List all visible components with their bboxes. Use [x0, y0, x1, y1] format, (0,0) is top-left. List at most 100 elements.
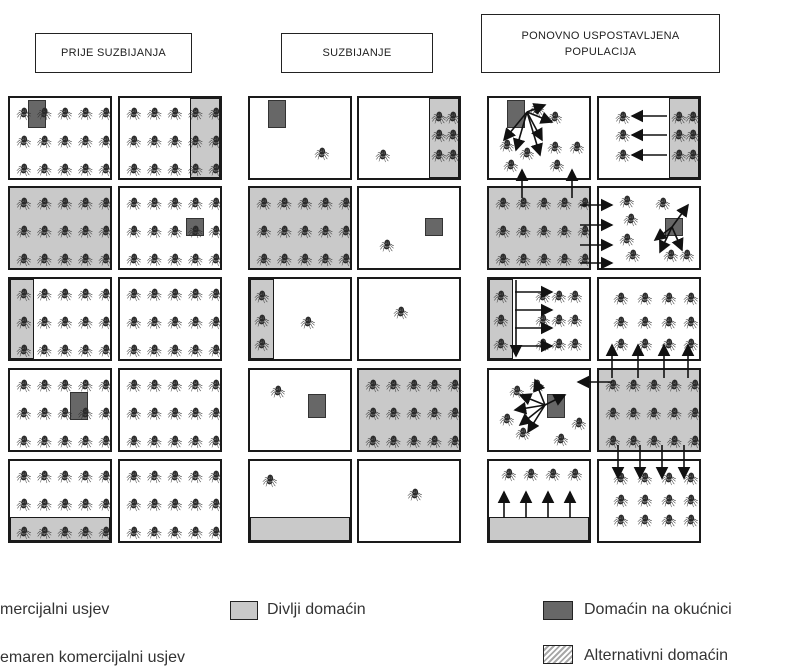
insect-icon: 🕷	[167, 288, 183, 302]
insect-icon: 🕷	[187, 288, 203, 302]
insect-icon: 🕷	[16, 407, 32, 421]
insect-icon: 🕷	[167, 316, 183, 330]
insect-icon: 🕷	[447, 379, 461, 393]
insect-icon: 🕷	[571, 417, 587, 431]
insect-icon: 🕷	[375, 149, 391, 163]
insect-icon: 🕷	[98, 135, 112, 149]
wild-host-strip	[429, 98, 459, 178]
insect-icon: 🕷	[98, 107, 112, 121]
insect-icon: 🕷	[495, 253, 511, 267]
insect-icon: 🕷	[126, 197, 142, 211]
insect-icon: 🕷	[661, 494, 677, 508]
insect-icon: 🕷	[187, 407, 203, 421]
insect-icon: 🕷	[36, 344, 52, 358]
insect-icon: 🕷	[547, 141, 563, 155]
insect-icon: 🕷	[126, 344, 142, 358]
insect-icon: 🕷	[77, 197, 93, 211]
insect-icon: 🕷	[77, 225, 93, 239]
insect-icon: 🕷	[16, 253, 32, 267]
insect-icon: 🕷	[167, 344, 183, 358]
insect-icon: 🕷	[36, 407, 52, 421]
field-cell: 🕷🕷🕷🕷🕷🕷	[487, 368, 591, 452]
insect-icon: 🕷	[671, 149, 687, 163]
field-cell: 🕷🕷🕷🕷🕷🕷🕷🕷🕷	[597, 96, 701, 180]
header-reestablished-line1: PONOVNO USPOSTAVLJENA	[521, 29, 680, 42]
insect-icon: 🕷	[317, 225, 333, 239]
insect-icon: 🕷	[77, 135, 93, 149]
insect-icon: 🕷	[36, 197, 52, 211]
insect-icon: 🕷	[619, 195, 635, 209]
insect-icon: 🕷	[98, 163, 112, 177]
insect-icon: 🕷	[208, 498, 222, 512]
field-cell: 🕷🕷🕷🕷🕷🕷🕷🕷🕷🕷🕷🕷🕷🕷🕷	[487, 186, 591, 270]
insect-icon: 🕷	[646, 407, 662, 421]
insect-icon: 🕷	[167, 135, 183, 149]
backyard-host-square	[507, 100, 525, 128]
insect-icon: 🕷	[613, 494, 629, 508]
insect-icon: 🕷	[365, 379, 381, 393]
insect-icon: 🕷	[445, 129, 461, 143]
insect-icon: 🕷	[77, 526, 93, 540]
insect-icon: 🕷	[146, 163, 162, 177]
insect-icon: 🕷	[613, 292, 629, 306]
backyard-host-square	[186, 218, 204, 236]
insect-icon: 🕷	[393, 306, 409, 320]
insect-icon: 🕷	[36, 316, 52, 330]
insect-icon: 🕷	[431, 129, 447, 143]
insect-icon: 🕷	[262, 474, 278, 488]
insect-icon: 🕷	[613, 316, 629, 330]
insect-icon: 🕷	[16, 163, 32, 177]
insect-icon: 🕷	[126, 526, 142, 540]
header-before-suppression: PRIJE SUZBIJANJA	[35, 33, 192, 73]
insect-icon: 🕷	[379, 239, 395, 253]
insect-icon: 🕷	[146, 407, 162, 421]
insect-icon: 🕷	[126, 253, 142, 267]
insect-icon: 🕷	[98, 498, 112, 512]
insect-icon: 🕷	[77, 107, 93, 121]
insect-icon: 🕷	[407, 488, 423, 502]
insect-icon: 🕷	[16, 498, 32, 512]
insect-icon: 🕷	[57, 526, 73, 540]
insect-icon: 🕷	[495, 225, 511, 239]
insect-icon: 🕷	[666, 379, 682, 393]
field-cell: 🕷🕷🕷🕷🕷🕷🕷🕷🕷🕷🕷🕷	[597, 277, 701, 361]
insect-icon: 🕷	[146, 344, 162, 358]
field-cell: 🕷🕷🕷🕷🕷🕷🕷	[597, 186, 701, 270]
insect-icon: 🕷	[406, 407, 422, 421]
legend-backyard-host-swatch	[543, 601, 573, 620]
insect-icon: 🕷	[317, 197, 333, 211]
insect-icon: 🕷	[208, 253, 222, 267]
insect-icon: 🕷	[426, 379, 442, 393]
insect-icon: 🕷	[98, 316, 112, 330]
insect-icon: 🕷	[57, 197, 73, 211]
insect-icon: 🕷	[637, 514, 653, 528]
insect-icon: 🕷	[208, 407, 222, 421]
insect-icon: 🕷	[406, 379, 422, 393]
insect-icon: 🕷	[426, 407, 442, 421]
insect-icon: 🕷	[57, 344, 73, 358]
insect-icon: 🕷	[57, 135, 73, 149]
insect-icon: 🕷	[57, 498, 73, 512]
backyard-host-square	[547, 394, 565, 418]
insect-icon: 🕷	[553, 433, 569, 447]
insect-icon: 🕷	[208, 435, 222, 449]
insect-icon: 🕷	[187, 253, 203, 267]
insect-icon: 🕷	[551, 290, 567, 304]
insect-icon: 🕷	[77, 379, 93, 393]
insect-icon: 🕷	[208, 316, 222, 330]
insect-icon: 🕷	[567, 314, 583, 328]
insect-icon: 🕷	[57, 379, 73, 393]
insect-icon: 🕷	[545, 468, 561, 482]
insect-icon: 🕷	[625, 249, 641, 263]
insect-icon: 🕷	[256, 225, 272, 239]
insect-icon: 🕷	[503, 159, 519, 173]
header-suppression: SUZBIJANJE	[281, 33, 433, 73]
insect-icon: 🕷	[637, 292, 653, 306]
insect-icon: 🕷	[551, 314, 567, 328]
insect-icon: 🕷	[36, 526, 52, 540]
insect-icon: 🕷	[167, 407, 183, 421]
legend-alternative-host-swatch	[543, 645, 573, 664]
wild-host-strip	[190, 98, 220, 178]
insect-icon: 🕷	[146, 470, 162, 484]
field-cell: 🕷🕷🕷🕷🕷🕷🕷🕷🕷🕷🕷🕷🕷🕷🕷	[8, 277, 112, 361]
